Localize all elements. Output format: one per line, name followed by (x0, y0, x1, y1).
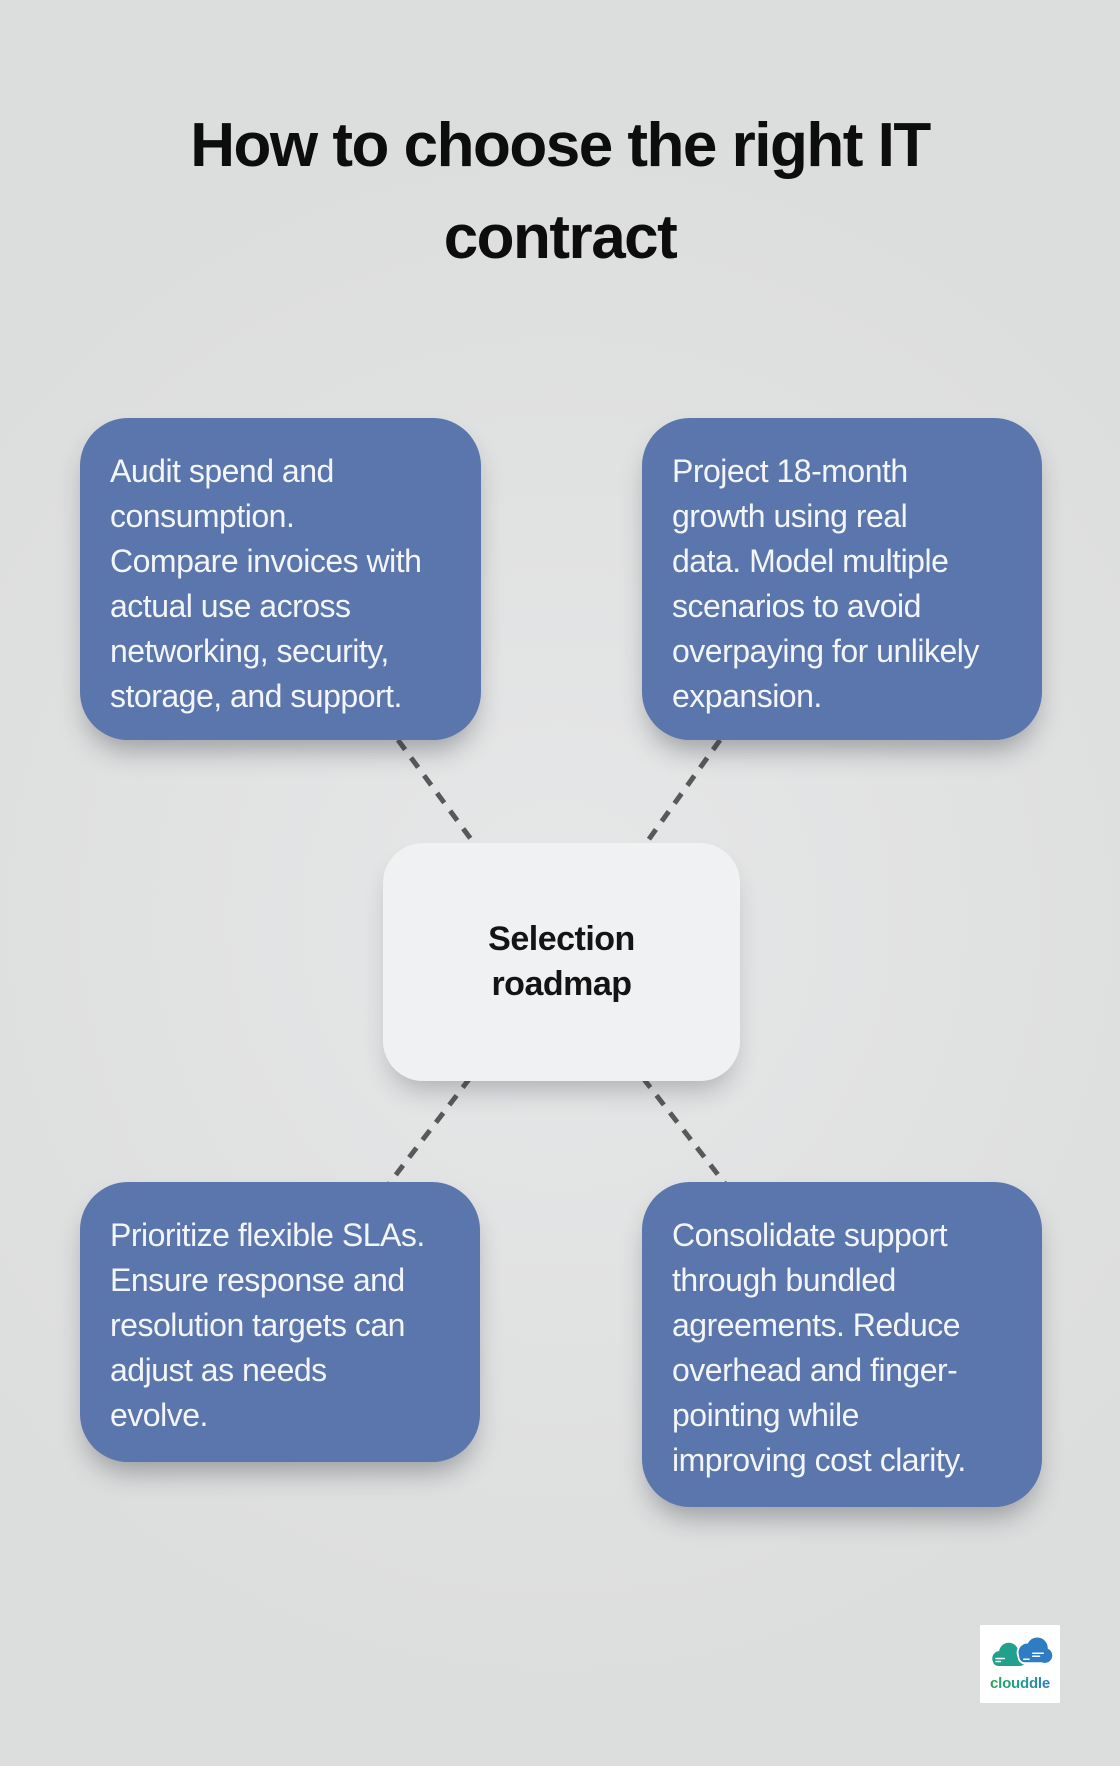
node-bottom-left-text: Prioritize flexible SLAs. Ensure respons… (110, 1217, 425, 1433)
connector-bottom-right-line (641, 1076, 728, 1187)
node-top-right-text: Project 18-month growth using real data.… (672, 453, 979, 714)
clouddle-clouds-icon (992, 1635, 1053, 1666)
clouddle-wordmark: clouddle (989, 1675, 1051, 1692)
center-node: Selection roadmap (383, 843, 740, 1081)
node-bottom-right: Consolidate support through bundled agre… (642, 1182, 1042, 1507)
node-top-right: Project 18-month growth using real data.… (642, 418, 1042, 740)
node-bottom-left: Prioritize flexible SLAs. Ensure respons… (80, 1182, 480, 1462)
node-bottom-right-text: Consolidate support through bundled agre… (672, 1217, 966, 1478)
connector-bottom-left-line (386, 1076, 472, 1187)
clouddle-logo: clouddle (980, 1625, 1060, 1703)
center-node-label: Selection roadmap (488, 920, 635, 1003)
node-top-left: Audit spend and consumption. Compare inv… (80, 418, 481, 740)
page-title: How to choose the right IT contract (190, 111, 931, 272)
connector-top-left-line (395, 738, 479, 848)
node-top-left-text: Audit spend and consumption. Compare inv… (110, 453, 422, 714)
connector-top-right-line (641, 738, 723, 848)
